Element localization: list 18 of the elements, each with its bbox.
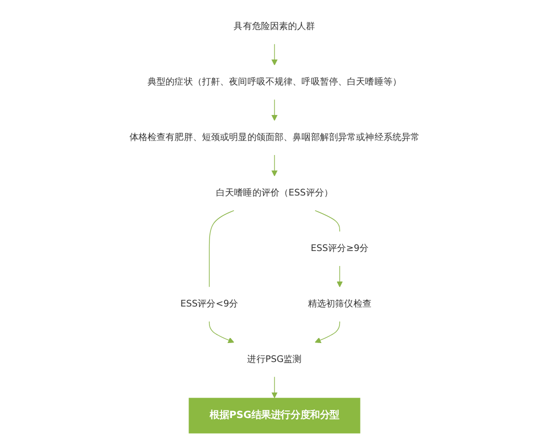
arrow (271, 44, 278, 66)
connector (314, 210, 340, 232)
node-box: 根据PSG结果进行分度和分型 (188, 398, 360, 434)
arrow (271, 376, 278, 398)
arrow (271, 99, 278, 121)
node-text: ESS评分≥9分 (310, 243, 369, 254)
node-text: 典型的症状（打鼾、夜间呼吸不规律、呼吸暂停、白天嗜睡等） (148, 76, 402, 88)
node-text: 具有危险因素的人群 (234, 21, 316, 32)
arrow (271, 154, 278, 176)
connector (208, 210, 234, 288)
arrow (208, 321, 234, 344)
arrow (314, 321, 340, 344)
arrow (336, 266, 343, 288)
node-text: 精选初筛仪检查 (308, 298, 372, 310)
node-text: 进行PSG监测 (247, 354, 302, 365)
node-text: 白天嗜睡的评价（ESS评分） (216, 188, 334, 198)
node-text: ESS评分<9分 (180, 298, 238, 310)
node-text: 体格检查有肥胖、短颈或明显的颌面部、鼻咽部解剖异常或神经系统异常 (129, 132, 420, 143)
